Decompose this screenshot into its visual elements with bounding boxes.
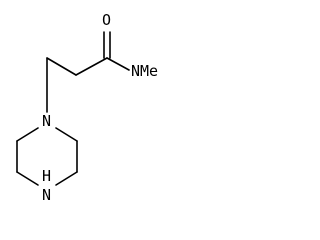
chemical-structure: O NMe N H N [16,11,158,204]
ring-bond-n-right [55,127,78,142]
bond-ch2-ring-n [46,57,77,76]
bond-carbonyl-ch2 [75,57,108,76]
ring-nh-h-label: H [42,167,51,185]
ring-bond-left-n [16,127,39,142]
ring-nh-n-label: N [42,186,51,204]
amide-nitrogen-label: NMe [131,62,158,80]
ring-bond-right-nh [55,171,78,186]
bond-carbonyl-nh [106,57,130,71]
ring-bond-nh-left [16,171,39,186]
ring-nitrogen-label: N [42,112,51,130]
oxygen-label: O [102,11,111,29]
